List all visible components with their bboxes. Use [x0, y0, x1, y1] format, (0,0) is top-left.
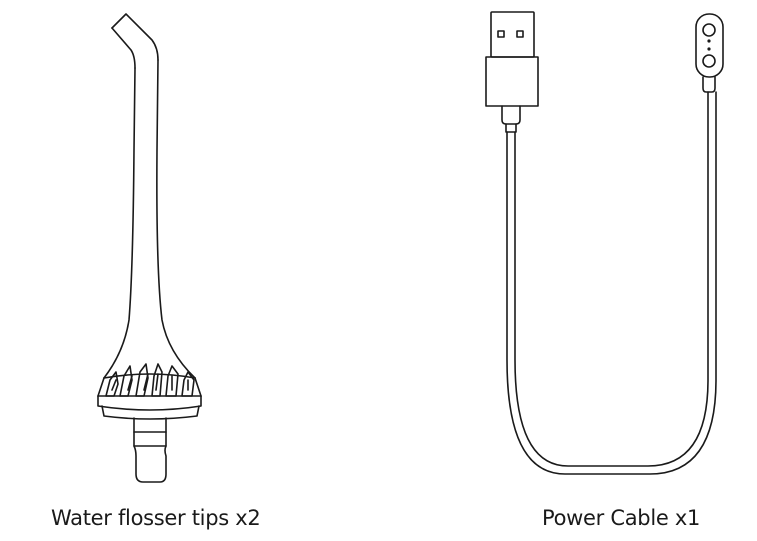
power-cable-caption: Power Cable x1: [542, 506, 701, 530]
water-flosser-tips-caption: Water flosser tips x2: [51, 506, 261, 530]
